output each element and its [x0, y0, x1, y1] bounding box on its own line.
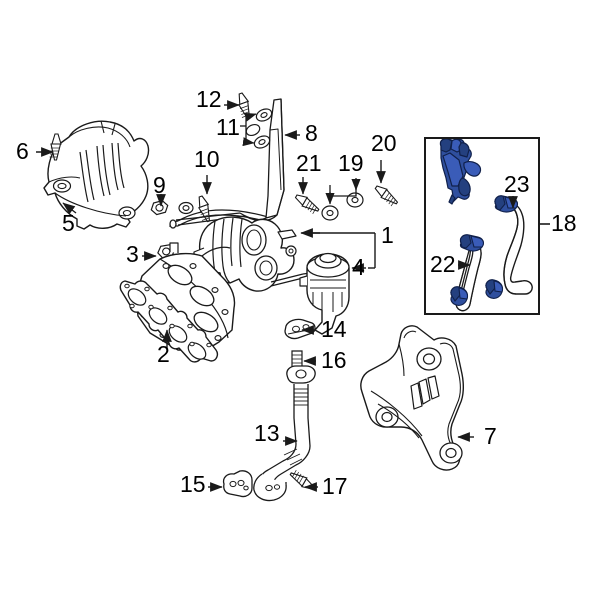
part-2-manifold-gasket	[119, 280, 219, 363]
callout-9: 9	[153, 172, 166, 198]
callout-19: 19	[338, 150, 364, 176]
part-18-coolant-pipe-assembly	[439, 138, 482, 205]
highlight-box	[424, 137, 540, 315]
part-9-nut	[149, 199, 170, 217]
leader-group-1-4	[300, 228, 376, 273]
part-22-coolant-hose	[450, 234, 484, 312]
callout-14: 14	[321, 316, 347, 342]
part-21-bolt	[292, 191, 322, 216]
callout-10: 10	[194, 146, 220, 172]
callout-16: 16	[321, 347, 347, 373]
part-23-coolant-hose	[485, 195, 533, 299]
part-13-oil-drain-tube	[253, 365, 316, 502]
callout-21: 21	[296, 150, 322, 176]
part-23-clamp-bottom	[485, 279, 504, 299]
callout-1: 1	[381, 222, 394, 248]
part-10-oil-feed-line	[168, 201, 269, 229]
callout-4: 4	[352, 254, 365, 280]
part-1-turbocharger	[193, 216, 297, 292]
leader-5	[62, 202, 77, 215]
callout-5: 5	[62, 210, 75, 236]
callout-20: 20	[371, 130, 397, 156]
callout-8: 8	[305, 120, 318, 146]
part-17-bolt	[287, 468, 317, 493]
callout-13: 13	[254, 420, 280, 446]
part-22-clamp-top	[459, 234, 484, 252]
part-11-washers	[245, 108, 273, 149]
part-10-bolt	[193, 194, 215, 224]
callout-23: 23	[504, 171, 530, 197]
part-22-clamp-bottom	[450, 286, 469, 306]
callout-12: 12	[196, 86, 222, 112]
callout-6: 6	[16, 138, 29, 164]
leader-19	[325, 178, 361, 205]
callout-7: 7	[484, 423, 497, 449]
callout-3: 3	[126, 241, 139, 267]
leader-11	[240, 112, 257, 147]
part-7-support-bracket	[360, 325, 465, 471]
part-19-washers	[321, 192, 364, 221]
callout-11: 11	[216, 114, 240, 140]
callout-22: 22	[430, 251, 456, 277]
part-15-gasket	[222, 470, 253, 498]
callout-2: 2	[157, 341, 170, 367]
callout-15: 15	[180, 471, 206, 497]
callout-17: 17	[322, 473, 348, 499]
part-20-bolt	[371, 182, 401, 209]
part-14-gasket	[284, 318, 316, 340]
part-5-heat-shield-bracket	[43, 120, 150, 230]
callout-18: 18	[551, 210, 577, 236]
part-4-wastegate-actuator	[299, 252, 350, 335]
